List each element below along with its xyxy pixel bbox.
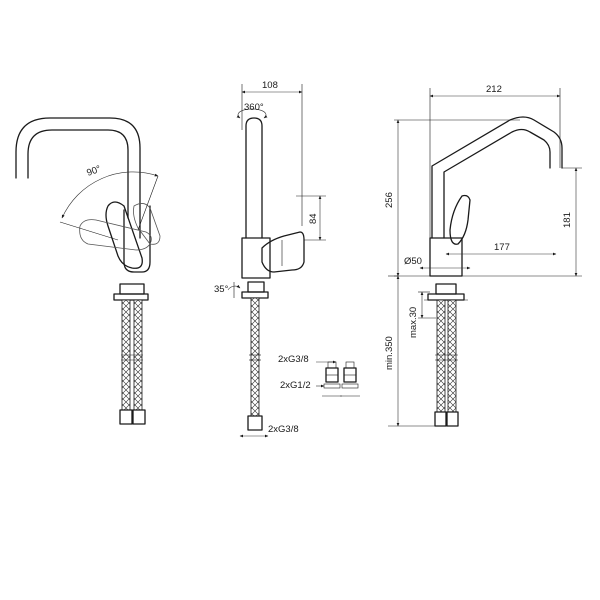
right-hose-right [447,299,457,413]
side-swivel-arc [236,108,268,119]
right-view: 212 256 181 177 Ø50 max.30 [384,84,582,427]
side-connector-detail: 2xG3/8 2xG1/2 [278,354,360,397]
side-fitting-mid-label: 2xG1/2 [280,380,311,391]
side-width-label: 108 [262,80,278,91]
front-lever-rotated-2 [133,203,161,245]
front-arc-leader-a [59,221,119,241]
front-spout-outline [15,117,141,239]
right-height-label: 256 [384,192,395,208]
right-hose-length-label: min.350 [384,336,395,370]
front-hoses [119,299,146,425]
side-fitting-top-label: 2xG3/8 [278,354,309,365]
side-view: 108 360° 84 35° 2xG3/8 2xG3/8 [214,80,360,438]
side-flange [241,291,269,299]
connector-left-top [327,361,337,369]
side-height-label: 84 [308,213,319,224]
right-spout-inner [443,128,551,239]
side-fitting-bottom-label: 2xG3/8 [268,424,299,435]
front-nut [119,283,145,295]
right-spout-height-label: 181 [562,212,573,228]
front-hose-nut-right [132,409,146,425]
front-body [123,205,151,273]
side-hose-nut [247,415,263,431]
front-spout-inner [27,129,129,219]
right-nut [435,283,457,295]
side-hose [250,297,260,417]
front-flange [113,293,149,301]
right-hose-nut-left [434,411,447,427]
right-reach-label: 177 [494,242,510,253]
connector-right-base [341,383,359,389]
side-nut [247,281,265,293]
right-lever [449,194,471,245]
side-body [241,237,271,279]
right-diameter-label: Ø50 [404,256,422,267]
side-tilt-label: 35° [214,284,229,295]
front-view: 90° [15,117,161,425]
right-deck-label: max.30 [408,307,419,338]
right-hose-left [436,299,446,413]
front-rotation-label: 90° [85,164,102,179]
connector-right-top [345,361,355,369]
side-swivel-label: 360° [244,102,264,113]
right-width-label: 212 [486,84,502,95]
right-hose-nut-right [446,411,459,427]
right-spout-outline [431,116,563,239]
front-arc-leader-b [137,175,159,231]
front-rotation-arc [61,171,159,219]
front-hose-nut-left [119,409,133,425]
side-tilt-arc [227,284,241,291]
right-flange [427,293,465,301]
side-spout [245,117,263,239]
side-lever [261,231,305,273]
connector-left-base [323,383,341,389]
